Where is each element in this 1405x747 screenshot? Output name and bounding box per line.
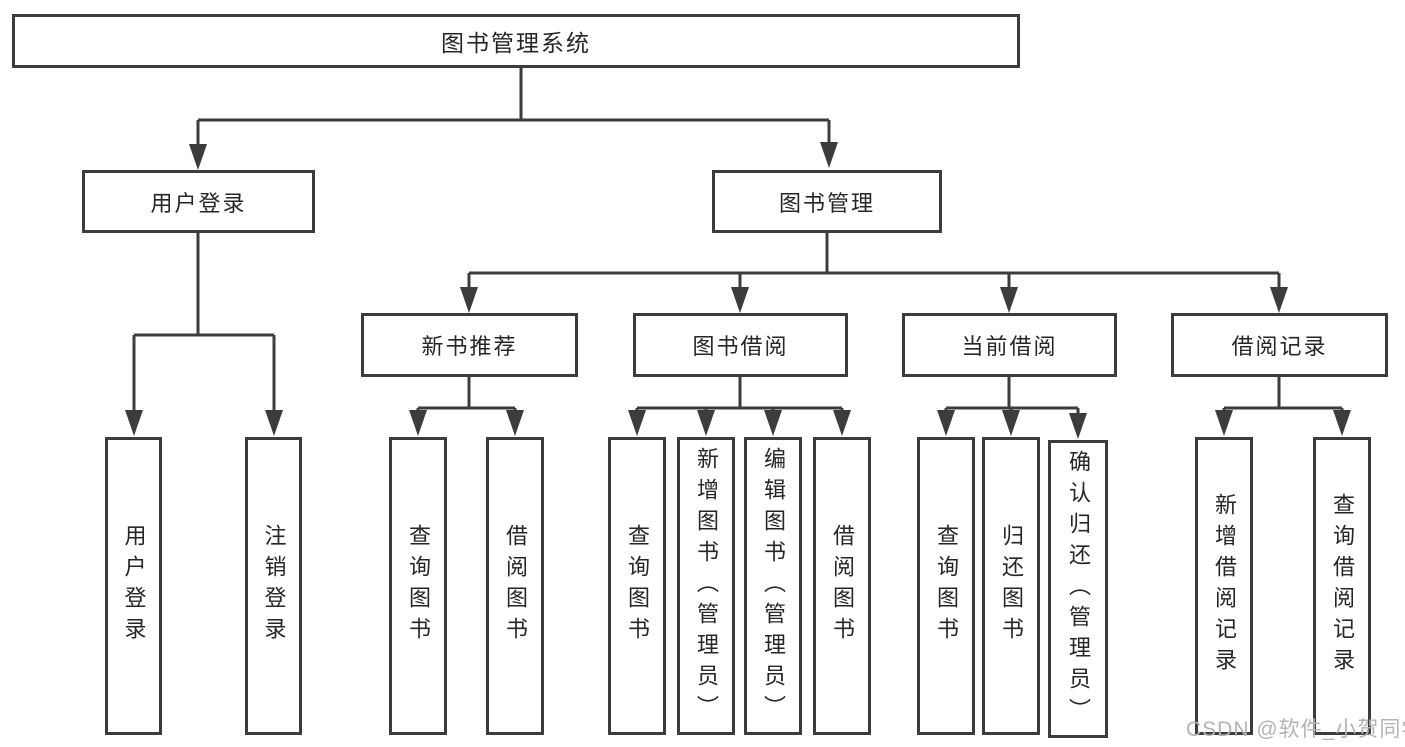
- leaf-cb-return-book: 归还图书: [982, 437, 1040, 735]
- csdn-watermark: CSDN @软件_小贺同学: [1186, 718, 1405, 741]
- arrowhead-to-book-borrow: [731, 287, 749, 313]
- leaf-bb-edit-book-admin-label: 编辑图书（管理员）: [761, 446, 786, 726]
- leaf-cb-confirm-return-admin: 确认归还（管理员）: [1048, 440, 1108, 738]
- edge-book-borrow-split: [635, 377, 844, 412]
- node-book-borrow: 图书借阅: [633, 313, 848, 377]
- node-book-borrow-label: 图书借阅: [692, 334, 789, 359]
- node-borrow-records-label: 借阅记录: [1231, 334, 1328, 359]
- leaf-bb-edit-book-admin: 编辑图书（管理员）: [744, 437, 802, 735]
- leaf-logout: 注销登录: [245, 437, 302, 735]
- edge-book-mgmt-split: [467, 233, 1281, 289]
- node-book-mgmt: 图书管理: [712, 170, 942, 233]
- leaf-rec-borrow-book-label: 借阅图书: [503, 524, 528, 648]
- edge-current-borrow-split: [944, 377, 1080, 414]
- leaf-bb-borrow-book: 借阅图书: [813, 437, 871, 735]
- arrowhead-to-bb-borrow-book: [833, 410, 851, 436]
- leaf-logout-label: 注销登录: [261, 524, 287, 648]
- leaf-br-query-record: 查询借阅记录: [1313, 437, 1371, 735]
- edge-new-book-rec-split: [416, 377, 517, 412]
- arrowhead-to-br-add-record: [1215, 410, 1233, 436]
- edge-root-split: [196, 68, 831, 146]
- leaf-br-query-record-label: 查询借阅记录: [1330, 493, 1355, 679]
- arrowhead-to-user-login: [189, 144, 207, 170]
- leaf-bb-add-book-admin-label: 新增图书（管理员）: [694, 446, 719, 726]
- leaf-rec-query-book: 查询图书: [389, 437, 447, 735]
- leaf-bb-add-book-admin: 新增图书（管理员）: [677, 437, 735, 735]
- arrowhead-to-book-mgmt: [820, 142, 838, 168]
- arrowhead-to-leaf-user-login: [125, 410, 143, 436]
- node-current-borrow-label: 当前借阅: [961, 334, 1058, 359]
- leaf-cb-confirm-return-admin-label: 确认归还（管理员）: [1066, 449, 1091, 729]
- leaf-cb-query-book-label: 查询图书: [934, 524, 959, 648]
- edge-borrow-records-split: [1222, 377, 1344, 412]
- arrowhead-to-new-book-rec: [460, 287, 478, 313]
- arrowhead-to-current-borrow: [1000, 287, 1018, 313]
- node-borrow-records: 借阅记录: [1171, 313, 1388, 377]
- arrowhead-to-bb-edit-book: [764, 410, 782, 436]
- node-user-login: 用户登录: [82, 170, 315, 233]
- arrowhead-to-bb-add-book: [697, 410, 715, 436]
- node-root: 图书管理系统: [12, 14, 1020, 68]
- leaf-cb-query-book: 查询图书: [917, 437, 975, 735]
- node-new-book-rec-label: 新书推荐: [421, 334, 518, 359]
- arrowhead-to-cb-return-book: [1002, 410, 1020, 436]
- node-new-book-rec: 新书推荐: [361, 313, 578, 377]
- leaf-bb-query-book: 查询图书: [608, 437, 666, 735]
- node-book-mgmt-label: 图书管理: [778, 190, 875, 216]
- arrowhead-to-borrow-records: [1270, 287, 1288, 313]
- arrowhead-to-rec-query-book: [409, 410, 427, 436]
- arrowhead-to-br-query-record: [1333, 410, 1351, 436]
- leaf-cb-return-book-label: 归还图书: [999, 524, 1024, 648]
- leaf-br-add-record-label: 新增借阅记录: [1212, 493, 1237, 679]
- leaf-bb-borrow-book-label: 借阅图书: [830, 524, 855, 648]
- node-current-borrow: 当前借阅: [902, 313, 1117, 377]
- arrowhead-to-leaf-logout: [265, 410, 283, 436]
- leaf-br-add-record: 新增借阅记录: [1195, 437, 1253, 735]
- node-root-label: 图书管理系统: [441, 30, 591, 56]
- leaf-rec-query-book-label: 查询图书: [406, 524, 431, 648]
- leaf-rec-borrow-book: 借阅图书: [486, 437, 544, 735]
- leaf-user-login: 用户登录: [105, 437, 162, 735]
- leaf-user-login-label: 用户登录: [121, 524, 147, 648]
- edge-user-login-split: [132, 233, 276, 412]
- arrowhead-to-bb-query-book: [628, 410, 646, 436]
- leaf-bb-query-book-label: 查询图书: [625, 524, 650, 648]
- node-user-login-label: 用户登录: [150, 190, 247, 216]
- arrowhead-to-rec-borrow-book: [506, 410, 524, 436]
- arrowhead-to-cb-confirm-return: [1069, 413, 1087, 439]
- arrowhead-to-cb-query-book: [937, 410, 955, 436]
